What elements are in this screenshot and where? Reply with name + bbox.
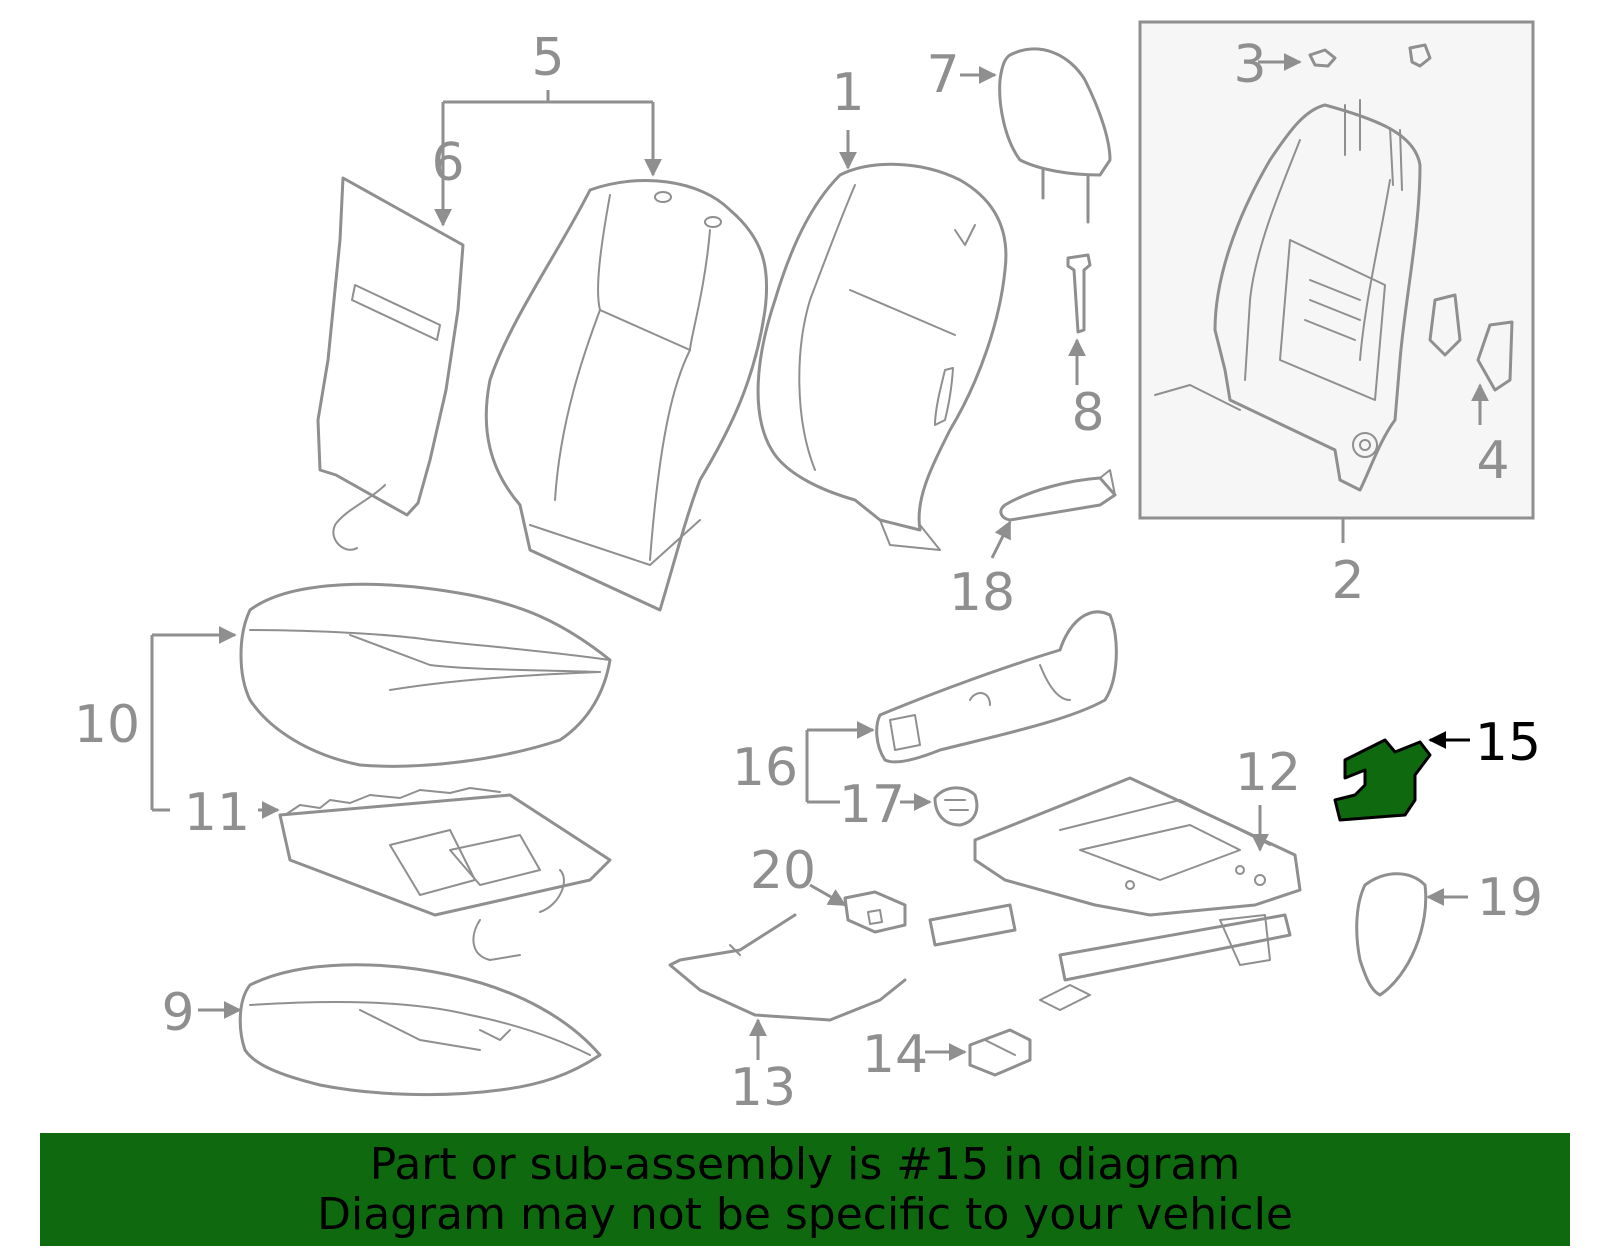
part-2-frame-box xyxy=(1138,20,1535,520)
label-18: 18 xyxy=(949,563,1015,623)
part-8-headrest-guide xyxy=(1066,253,1092,334)
banner-line-part: Part or sub-assembly is #15 in diagram xyxy=(369,1138,1241,1190)
part-20-connector xyxy=(843,890,907,934)
label-20: 20 xyxy=(750,841,816,901)
part-7-headrest xyxy=(998,47,1112,224)
label-4: 4 xyxy=(1476,431,1509,491)
info-banner: Part or sub-assembly is #15 in diagram D… xyxy=(40,1133,1570,1246)
part-13-cable xyxy=(668,913,907,1022)
label-3: 3 xyxy=(1233,35,1266,95)
label-2: 2 xyxy=(1331,551,1364,611)
banner-line-disclaimer: Diagram may not be specific to your vehi… xyxy=(317,1188,1293,1240)
label-17: 17 xyxy=(839,775,905,835)
label-13: 13 xyxy=(730,1058,796,1118)
label-15-highlighted: 15 xyxy=(1475,713,1541,773)
label-12: 12 xyxy=(1235,743,1301,803)
label-14: 14 xyxy=(862,1025,928,1085)
part-14-bracket xyxy=(968,1028,1032,1077)
part-16-side-cover xyxy=(875,610,1118,764)
part-17-clip xyxy=(933,786,979,827)
label-8: 8 xyxy=(1071,383,1104,443)
label-5: 5 xyxy=(531,28,564,88)
label-7: 7 xyxy=(926,45,959,105)
label-11: 11 xyxy=(184,783,250,843)
part-1-seatback xyxy=(756,162,1008,551)
label-16: 16 xyxy=(732,738,798,798)
part-labels: 5 6 1 7 8 18 3 4 2 10 11 9 16 17 12 20 1… xyxy=(74,28,1543,1118)
part-11-heater xyxy=(278,787,612,961)
label-6: 6 xyxy=(431,133,464,193)
label-1: 1 xyxy=(831,63,864,123)
part-15-highlighted-bracket xyxy=(1333,738,1432,822)
label-9: 9 xyxy=(161,983,194,1043)
label-19: 19 xyxy=(1477,868,1543,928)
part-10-cushion xyxy=(239,582,612,768)
part-9-cushion-cover xyxy=(238,963,602,1097)
part-5-back-cover xyxy=(484,179,769,612)
part-18-trim xyxy=(999,469,1117,522)
part-19-cover xyxy=(1355,872,1428,997)
leader-lines xyxy=(150,53,1489,1061)
part-6-back-board xyxy=(316,176,465,551)
label-10: 10 xyxy=(74,695,140,755)
part-12-seat-track xyxy=(928,776,1302,1011)
exploded-seat-diagram: 5 6 1 7 8 18 3 4 2 10 11 9 16 17 12 20 1… xyxy=(74,20,1543,1118)
